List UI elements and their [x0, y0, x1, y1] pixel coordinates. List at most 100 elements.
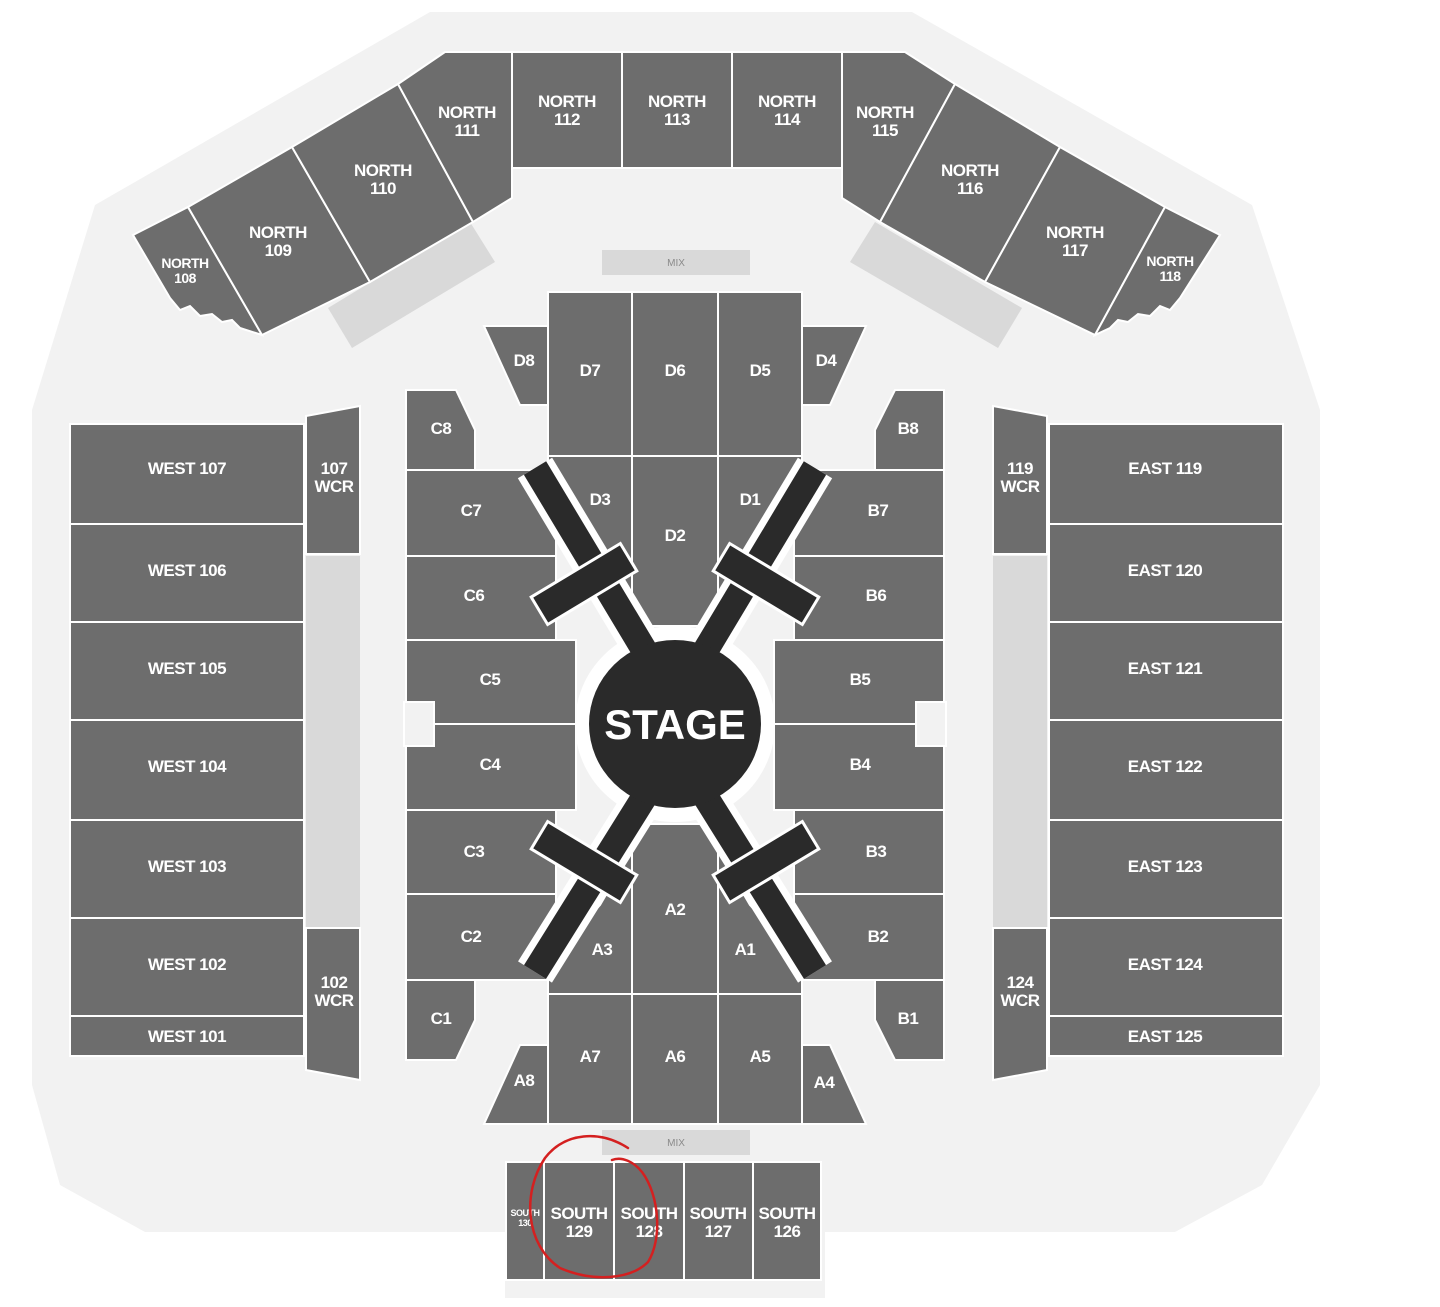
- section-wcr-119[interactable]: [992, 404, 1048, 555]
- east-floor-notch: [915, 701, 947, 747]
- svg-text:C3: C3: [464, 842, 485, 861]
- svg-text:A6: A6: [665, 1047, 686, 1066]
- section-D6[interactable]: [631, 291, 719, 457]
- svg-text:A4: A4: [814, 1073, 836, 1092]
- section-D7[interactable]: [547, 291, 633, 457]
- section-west-106[interactable]: [69, 523, 305, 623]
- svg-text:D7: D7: [580, 361, 601, 380]
- svg-text:B7: B7: [868, 501, 889, 520]
- section-wcr-124[interactable]: [992, 927, 1048, 1082]
- svg-text:A3: A3: [592, 940, 613, 959]
- west-sections: WEST 107 WEST 106 WEST 105 WEST 104 WEST…: [69, 404, 361, 1082]
- svg-text:EAST 125: EAST 125: [1128, 1027, 1202, 1046]
- section-west-102[interactable]: [69, 917, 305, 1017]
- svg-text:EAST 119: EAST 119: [1128, 459, 1202, 478]
- section-wcr-102[interactable]: [305, 927, 361, 1082]
- section-wcr-107[interactable]: [305, 404, 361, 555]
- section-west-101[interactable]: [69, 1015, 305, 1057]
- svg-text:C5: C5: [480, 670, 501, 689]
- section-C8[interactable]: [405, 389, 476, 471]
- section-east-122[interactable]: [1048, 719, 1284, 821]
- west-floor-notch: [403, 701, 435, 747]
- section-north-113[interactable]: [621, 51, 733, 169]
- section-east-121[interactable]: [1048, 621, 1284, 721]
- svg-text:D3: D3: [590, 490, 611, 509]
- svg-text:B5: B5: [850, 670, 871, 689]
- svg-text:WEST 104: WEST 104: [148, 757, 227, 776]
- section-east-125[interactable]: [1048, 1015, 1284, 1057]
- svg-text:EAST 121: EAST 121: [1128, 659, 1202, 678]
- svg-text:WEST 103: WEST 103: [148, 857, 226, 876]
- svg-text:D5: D5: [750, 361, 771, 380]
- svg-text:WEST 105: WEST 105: [148, 659, 226, 678]
- stage: [589, 640, 761, 808]
- svg-text:MIX: MIX: [667, 1138, 685, 1149]
- section-B1[interactable]: [874, 979, 945, 1061]
- section-north-114[interactable]: [731, 51, 843, 169]
- section-north-112[interactable]: [511, 51, 623, 169]
- svg-text:C2: C2: [461, 927, 482, 946]
- mix-south: MIX: [602, 1130, 750, 1155]
- svg-text:B1: B1: [898, 1009, 919, 1028]
- section-D4[interactable]: [801, 325, 868, 406]
- svg-text:WEST 107: WEST 107: [148, 459, 226, 478]
- svg-text:B2: B2: [868, 927, 889, 946]
- svg-text:C7: C7: [461, 501, 482, 520]
- mix-north: MIX: [602, 250, 750, 275]
- svg-text:EAST 120: EAST 120: [1128, 561, 1202, 580]
- svg-text:D4: D4: [816, 351, 838, 370]
- svg-text:B4: B4: [850, 755, 872, 774]
- section-east-119[interactable]: [1048, 423, 1284, 525]
- svg-text:A8: A8: [514, 1071, 535, 1090]
- section-A5[interactable]: [717, 993, 803, 1125]
- svg-text:C4: C4: [480, 755, 502, 774]
- svg-text:D2: D2: [665, 526, 686, 545]
- svg-text:A2: A2: [665, 900, 686, 919]
- svg-text:MIX: MIX: [667, 258, 685, 269]
- svg-text:C8: C8: [431, 419, 452, 438]
- svg-text:C6: C6: [464, 586, 485, 605]
- stage-label: STAGE: [604, 701, 746, 748]
- section-west-104[interactable]: [69, 719, 305, 821]
- section-south-126[interactable]: [752, 1161, 822, 1281]
- svg-text:WEST 106: WEST 106: [148, 561, 226, 580]
- svg-text:D1: D1: [740, 490, 761, 509]
- section-south-129[interactable]: [543, 1161, 615, 1281]
- section-east-124[interactable]: [1048, 917, 1284, 1017]
- svg-text:A5: A5: [750, 1047, 771, 1066]
- section-C4[interactable]: [405, 723, 577, 811]
- section-west-105[interactable]: [69, 621, 305, 721]
- section-A7[interactable]: [547, 993, 633, 1125]
- svg-text:C1: C1: [431, 1009, 452, 1028]
- section-C3[interactable]: [405, 809, 557, 895]
- red-circle-annotation: [528, 1134, 659, 1279]
- svg-text:WEST 102: WEST 102: [148, 955, 226, 974]
- section-south-130[interactable]: [505, 1161, 545, 1281]
- section-east-123[interactable]: [1048, 819, 1284, 919]
- svg-text:EAST 122: EAST 122: [1128, 757, 1202, 776]
- section-A4[interactable]: [801, 1044, 868, 1125]
- section-C1[interactable]: [405, 979, 476, 1061]
- section-west-107[interactable]: [69, 423, 305, 525]
- section-north-118[interactable]: [1092, 205, 1222, 338]
- svg-text:B8: B8: [898, 419, 919, 438]
- section-west-103[interactable]: [69, 819, 305, 919]
- svg-text:B6: B6: [866, 586, 887, 605]
- svg-text:D8: D8: [514, 351, 535, 370]
